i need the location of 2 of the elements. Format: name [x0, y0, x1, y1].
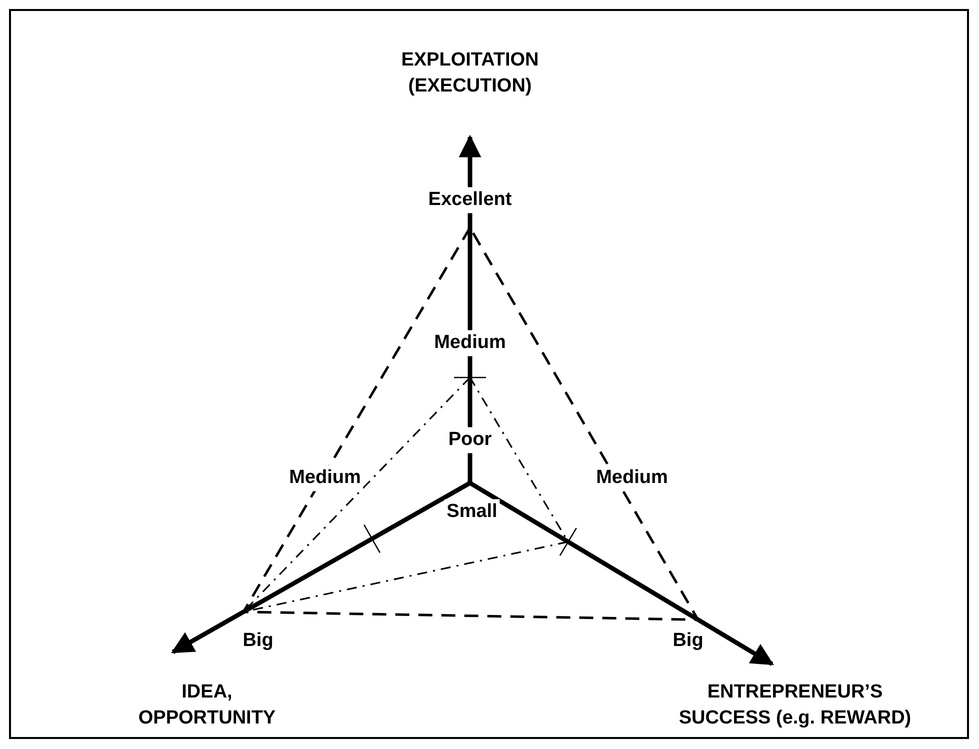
scale-label: Medium: [287, 465, 363, 491]
scale-label: Medium: [432, 330, 508, 356]
